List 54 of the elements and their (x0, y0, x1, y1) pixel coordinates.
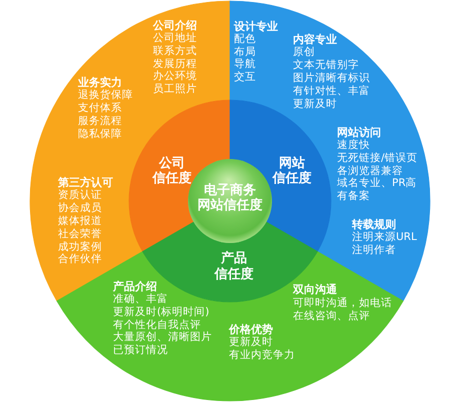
center-label: 电子商务网站信任度 (198, 182, 262, 212)
list-item: 隐私保障 (78, 128, 122, 140)
list-item: 有针对性、丰富 (293, 84, 370, 98)
list-item: 大量原创、清晰图片 (113, 331, 212, 344)
list-item: 无死链接/错误页 (337, 152, 418, 164)
category-heading: 网站访问 (337, 126, 381, 139)
list-item: 协会成员 (58, 202, 102, 215)
list-item: 成功案例 (58, 240, 102, 254)
list-item: 有备案 (337, 190, 370, 202)
list-item: 准确、丰富 (113, 293, 168, 306)
list-item: 媒体报道 (58, 215, 102, 228)
list-item: 注明来源URL (352, 231, 417, 244)
list-item: 导航 (234, 58, 256, 71)
list-item: 有个性化自我点评 (113, 318, 201, 331)
list-item: 发展历程 (153, 58, 197, 70)
list-item: 原创 (293, 46, 315, 59)
list-item: 更新及时(标明时间) (113, 306, 210, 318)
list-item: 公司地址 (153, 32, 197, 45)
list-item: 更新及时 (229, 336, 273, 349)
list-item: 图片清晰有标识 (293, 72, 370, 85)
list-item: 布局 (234, 46, 256, 58)
list-item: 已预订情况 (113, 344, 168, 356)
list-item: 速度快 (337, 139, 370, 152)
category-heading: 转载规则 (352, 218, 396, 231)
list-item: 有业内竞争力 (229, 348, 295, 362)
category-heading: 公司介绍 (153, 20, 197, 32)
segment-label: 网站信任度 (272, 156, 312, 186)
segment-label: 产品信任度 (214, 251, 254, 283)
list-item: 社会荣誉 (58, 228, 102, 241)
list-item: 联系方式 (153, 45, 197, 58)
category-heading: 内容专业 (293, 34, 337, 46)
list-item: 注明作者 (352, 244, 396, 256)
category-heading: 第三方认可 (58, 176, 113, 189)
category-heading: 双向沟通 (293, 283, 337, 297)
list-item: 合作伙伴 (58, 253, 102, 266)
list-item: 员工照片 (153, 83, 197, 96)
category-heading: 业务实力 (78, 76, 122, 88)
list-item: 文本无错别字 (293, 59, 359, 72)
list-item: 交互 (234, 70, 256, 84)
list-item: 域名专业、PR高 (337, 177, 417, 190)
category-heading: 设计专业 (234, 20, 278, 34)
list-item: 退换货保障 (78, 88, 133, 102)
list-item: 在线咨询、点评 (293, 310, 370, 324)
list-item: 支付体系 (78, 102, 122, 114)
list-item: 配色 (234, 33, 256, 46)
category-heading: 价格优势 (229, 324, 273, 336)
category-heading: 产品介绍 (113, 280, 157, 293)
list-item: 服务流程 (78, 114, 122, 128)
segment-label: 公司信任度 (152, 156, 192, 186)
list-item: 可即时沟通，如电话 (293, 296, 392, 310)
list-item: 资质认证 (58, 189, 102, 202)
list-item: 办公环境 (153, 70, 197, 83)
list-item: 各浏览器兼容 (337, 164, 403, 177)
list-item: 更新及时 (293, 98, 337, 110)
